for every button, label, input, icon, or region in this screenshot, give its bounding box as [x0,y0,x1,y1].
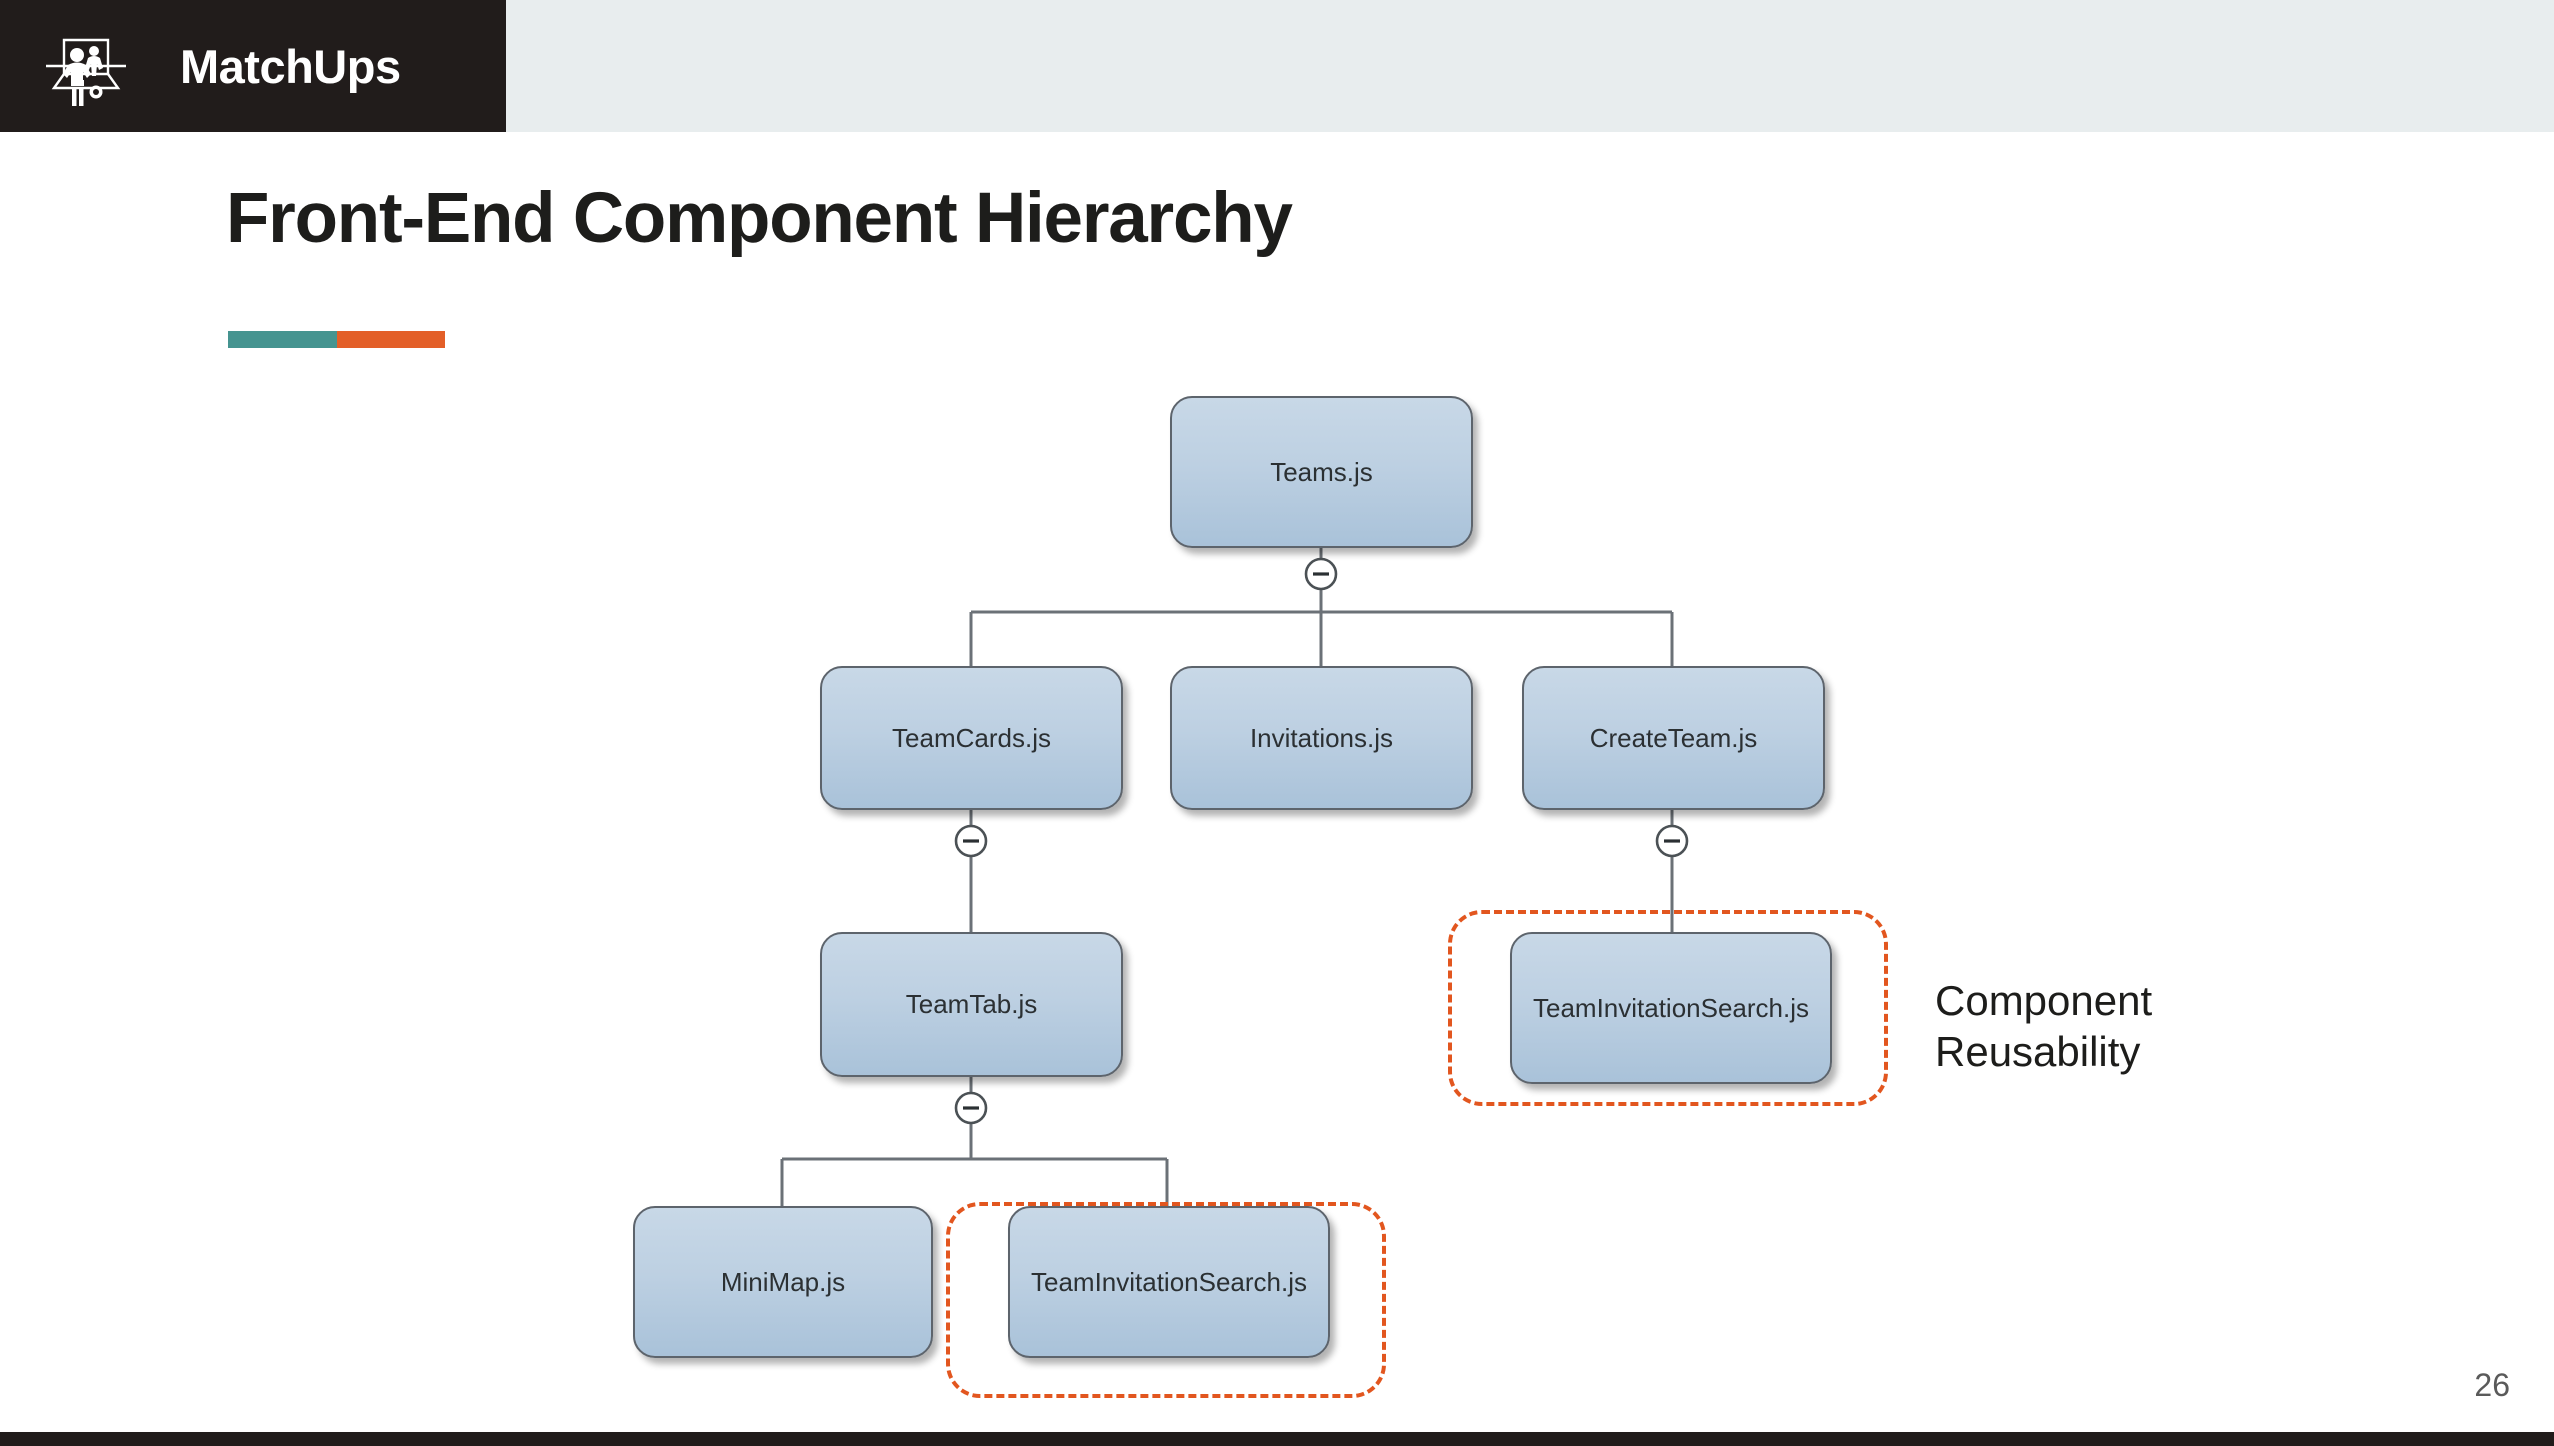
node-label: TeamTab.js [905,989,1038,1019]
page-title: Front-End Component Hierarchy [226,179,1293,258]
reusability-highlight-bottom[interactable] [946,1202,1386,1398]
annotation-line-1: Component [1935,977,2153,1024]
node-invitations[interactable]: Invitations.js [1170,666,1473,810]
reusability-highlight-right[interactable] [1448,910,1888,1106]
footer-bar [0,1432,2554,1446]
accent-segment-teal [228,331,337,348]
node-label: MiniMap.js [720,1266,846,1297]
node-label: Invitations.js [1249,722,1394,753]
brand-logo-block[interactable]: MatchUps [0,0,506,132]
title-accent-bar [228,331,445,348]
node-label: Teams.js [1270,456,1373,487]
node-label: TeamInvitationSearch.js [1532,992,1810,1023]
node-teams[interactable]: Teams.js [1170,396,1473,548]
node-teamtab[interactable]: TeamTab.js [820,932,1123,1077]
accent-segment-orange [336,331,445,348]
brand-name: MatchUps [180,39,401,93]
node-createteam[interactable]: CreateTeam.js [1522,666,1825,810]
circle-minus-icon-group [954,557,1689,1125]
node-teamcards[interactable]: TeamCards.js [820,666,1123,810]
soccer-player-goal-icon [38,18,134,114]
node-label: TeamCards.js [892,722,1051,753]
node-teaminvitationsearch-bottom[interactable]: TeamInvitationSearch.js [1008,1206,1330,1358]
node-minimap[interactable]: MiniMap.js [633,1206,933,1358]
node-label: TeamInvitationSearch.js [1030,1266,1308,1297]
annotation-component-reusability: Component Reusability [1935,975,2152,1077]
node-label: CreateTeam.js [1589,722,1758,753]
annotation-line-2: Reusability [1935,1028,2141,1076]
node-teaminvitationsearch-right[interactable]: TeamInvitationSearch.js [1510,932,1832,1084]
page-number: 26 [2474,1367,2510,1403]
